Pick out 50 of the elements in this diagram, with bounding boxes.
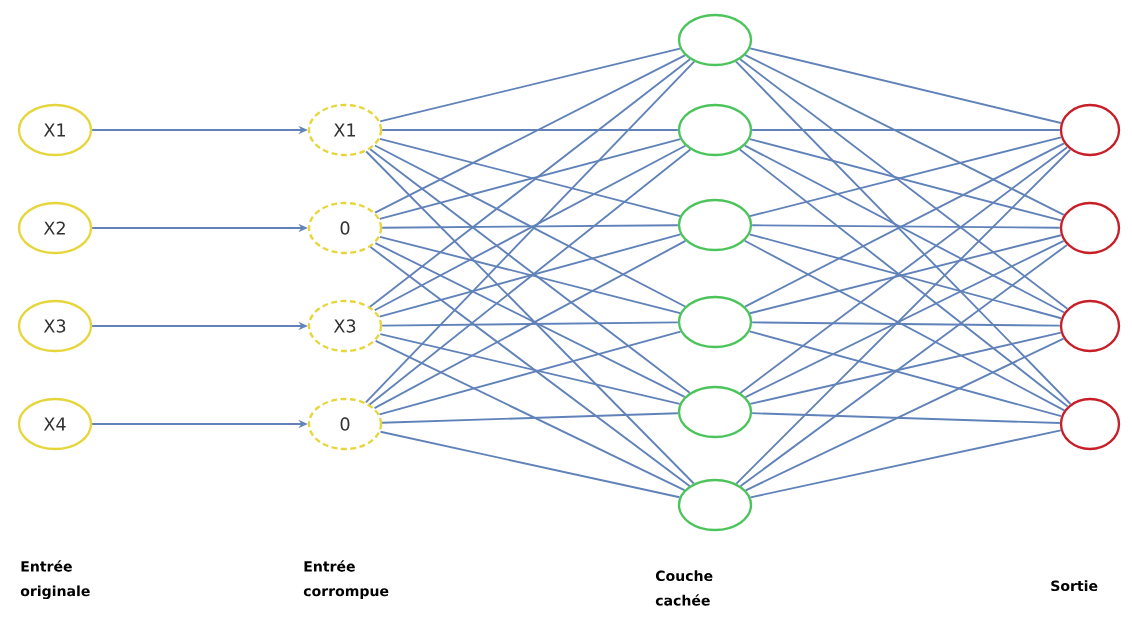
hidden-node [677, 295, 753, 349]
hidden-node [677, 478, 753, 532]
connection-line [379, 47, 681, 123]
output-node [1059, 201, 1121, 255]
hidden-node [677, 385, 753, 439]
connection-line [751, 321, 1061, 327]
connection-line [379, 430, 681, 499]
connection-line [751, 224, 1061, 229]
connection-line [751, 129, 1061, 131]
input-node: X3 [17, 299, 93, 353]
connection-line [374, 339, 686, 492]
hidden-node [677, 13, 753, 67]
connection-line [381, 412, 679, 424]
output-node [1059, 299, 1121, 353]
output-node [1059, 103, 1121, 157]
connection-line [369, 246, 691, 487]
corrupted-input-node: X1 [307, 103, 383, 157]
hidden-node [677, 198, 753, 252]
connection-line [744, 54, 1065, 216]
hidden-node [677, 103, 753, 157]
connection-line [744, 337, 1065, 492]
input-node: X4 [17, 397, 93, 451]
connection-line [379, 333, 681, 405]
connection-line [374, 54, 686, 214]
corrupted-input-node: 0 [307, 397, 383, 451]
connection-line [749, 429, 1062, 499]
output-node [1059, 397, 1121, 451]
connection-line [364, 60, 696, 404]
connection-line [381, 224, 679, 229]
connection-line [751, 412, 1061, 424]
connection-line [735, 148, 1072, 485]
layer-label: Entrée originale [20, 560, 90, 600]
corrupted-input-node: 0 [307, 201, 383, 255]
connection-line [749, 331, 1062, 405]
connection-line [381, 321, 679, 327]
corrupted-input-node: X3 [307, 299, 383, 353]
layer-label: Entrée corrompue [303, 560, 389, 599]
connection-line [378, 330, 682, 416]
connection-line [735, 60, 1072, 405]
connection-line [739, 244, 1068, 487]
connection-line [739, 58, 1069, 310]
input-node: X1 [17, 103, 93, 157]
layer-label: Sortie [1051, 580, 1098, 592]
connection-line [749, 47, 1062, 124]
input-node: X2 [17, 201, 93, 255]
connection-line [748, 330, 1063, 418]
connection-line [381, 129, 679, 131]
layer-label: Couche cachée [655, 570, 713, 606]
connection-line [369, 58, 691, 308]
connection-line [365, 150, 695, 485]
